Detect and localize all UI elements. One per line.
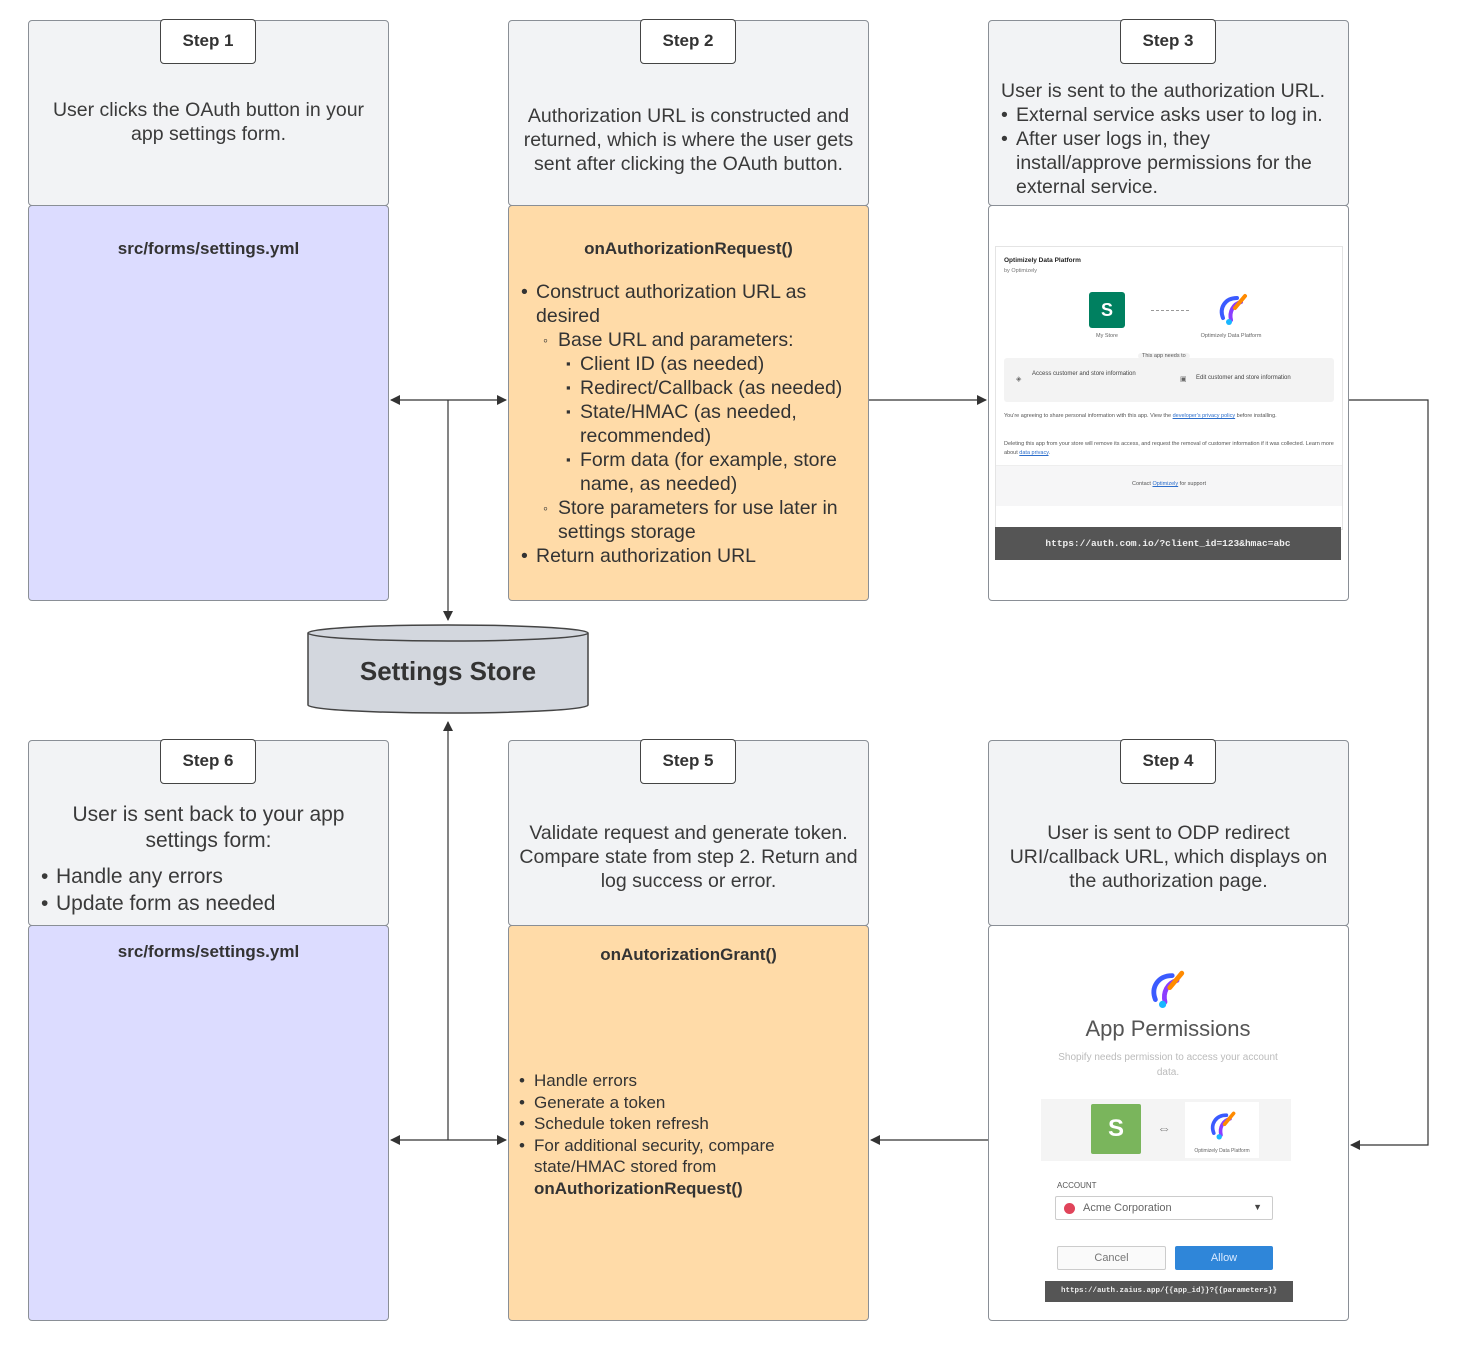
mock-app-by: by Optimizely [1004, 268, 1038, 274]
list-item: State/HMAC (as needed, recommended) [521, 400, 860, 448]
mock-app-title: Optimizely Data Platform [1004, 257, 1081, 264]
step2-label: Step 2 [640, 19, 736, 64]
function-reference: onAuthorizationRequest() [534, 1178, 743, 1198]
allow-button[interactable]: Allow [1175, 1246, 1273, 1270]
step3-label: Step 3 [1120, 19, 1216, 64]
mock-footer [996, 465, 1342, 506]
data-privacy-link[interactable]: data privacy [1019, 450, 1049, 456]
cancel-button[interactable]: Cancel [1057, 1246, 1166, 1270]
step1-file-name: src/forms/settings.yml [117, 239, 300, 258]
account-select[interactable]: Acme Corporation ▼ [1055, 1196, 1273, 1220]
step6-file-name: src/forms/settings.yml [117, 942, 300, 961]
step2-function-box: onAuthorizationRequest() Construct autho… [508, 205, 869, 601]
optimizely-logo-icon [1151, 970, 1185, 1008]
step5-task-list: Handle errors Generate a token Schedule … [519, 1070, 860, 1199]
list-item: Base URL and parameters: [521, 328, 860, 352]
step4-label: Step 4 [1120, 739, 1216, 784]
step3-intro: User is sent to the authorization URL. [1001, 80, 1326, 102]
list-item: Form data (for example, store name, as n… [521, 448, 860, 496]
step5-description: Validate request and generate token. Com… [519, 822, 858, 892]
mock-odp-label: Optimizely Data Platform [1200, 333, 1262, 339]
step2-description: Authorization URL is constructed and ret… [523, 105, 854, 175]
step6-description: User is sent back to your app settings f… [72, 803, 345, 852]
mock-perm2: Edit customer and store information [1196, 375, 1291, 381]
list-item: Return authorization URL [521, 544, 860, 568]
list-item: For additional security, compare state/H… [519, 1135, 860, 1200]
step2-function-name: onAuthorizationRequest() [584, 239, 793, 258]
lock-icon: ▣ [1180, 376, 1187, 383]
mock-perm1: Access customer and store information [1032, 371, 1136, 377]
step5-function-box: onAutorizationGrant() Handle errors Gene… [508, 925, 869, 1321]
step5-function-name: onAutorizationGrant() [600, 945, 777, 964]
optimizely-logo-icon [1210, 1111, 1236, 1140]
list-item: Schedule token refresh [519, 1113, 860, 1135]
list-item: Client ID (as needed) [521, 352, 860, 376]
mock-needs-label: This app needs to [1138, 353, 1190, 359]
permissions-panel [1004, 358, 1334, 402]
redirect-url-bar: https://auth.zaius.app/{{app_id}}?{{para… [1045, 1281, 1293, 1302]
step1-file-box: src/forms/settings.yml [28, 205, 389, 601]
permissions-title: App Permissions [1085, 1016, 1251, 1041]
step4-screenshot-box: App Permissions Shopify needs permission… [988, 925, 1349, 1321]
step6-label: Step 6 [160, 739, 256, 784]
swap-arrows-icon: ⇔ [1157, 1120, 1171, 1136]
odp-caption: Optimizely Data Platform [1194, 1148, 1250, 1154]
settings-store-label: Settings Store [359, 656, 537, 686]
step6-bullets: Handle any errors Update form as needed [41, 863, 275, 917]
step4-description: User is sent to ODP redirect URI/callbac… [1009, 822, 1328, 892]
step3-screenshot-box: Optimizely Data Platform by Optimizely S… [988, 205, 1349, 601]
step2-task-list: Construct authorization URL as desired B… [521, 280, 860, 568]
step3-description: User is sent to the authorization URL. E… [1001, 79, 1340, 199]
shopify-bag-icon: S [1091, 1104, 1141, 1154]
store-icon: ◈ [1016, 376, 1022, 383]
mock-delete-text: Deleting this app from your store will r… [1004, 441, 1334, 456]
optimizely-logo-icon [1219, 294, 1247, 325]
list-item: Handle any errors [41, 863, 275, 890]
shopify-install-mock: Optimizely Data Platform by Optimizely S… [995, 246, 1343, 530]
step6-file-box: src/forms/settings.yml [28, 925, 389, 1321]
account-avatar-icon [1064, 1203, 1075, 1214]
optimizely-support-link[interactable]: Optimizely [1152, 481, 1179, 487]
list-item: External service asks user to log in. [1001, 103, 1340, 127]
list-item: Redirect/Callback (as needed) [521, 376, 860, 400]
connector-dashes [1151, 310, 1189, 311]
account-value: Acme Corporation [1083, 1202, 1172, 1214]
mock-agree-text: You're agreeing to share personal inform… [1004, 413, 1277, 419]
step5-label: Step 5 [640, 739, 736, 784]
step1-description: User clicks the OAuth button in your app… [52, 99, 365, 145]
list-item: Construct authorization URL as desired [521, 280, 860, 328]
list-item: Store parameters for use later in settin… [521, 496, 860, 544]
privacy-policy-link[interactable]: developer's privacy policy [1172, 413, 1236, 419]
list-item: Generate a token [519, 1092, 860, 1114]
step3-bullets: External service asks user to log in. Af… [1001, 103, 1340, 199]
settings-store-cylinder [307, 624, 589, 714]
mock-store-label: My Store [1095, 333, 1118, 339]
list-item: Handle errors [519, 1070, 860, 1092]
shopify-bag-icon: S [1089, 292, 1125, 328]
permissions-subtitle: Shopify needs permission to access your … [1058, 1052, 1278, 1078]
authorization-url-bar: https://auth.com.io/?client_id=123&hmac=… [995, 527, 1341, 560]
list-item: After user logs in, they install/approve… [1001, 127, 1340, 199]
step6-description-box: User is sent back to your app settings f… [28, 740, 389, 926]
chevron-down-icon: ▼ [1253, 1202, 1262, 1212]
mock-contact-text: Contact Optimizely for support [1132, 481, 1206, 487]
account-label: ACCOUNT [1057, 1181, 1097, 1190]
step1-label: Step 1 [160, 19, 256, 64]
list-item: Update form as needed [41, 890, 275, 917]
